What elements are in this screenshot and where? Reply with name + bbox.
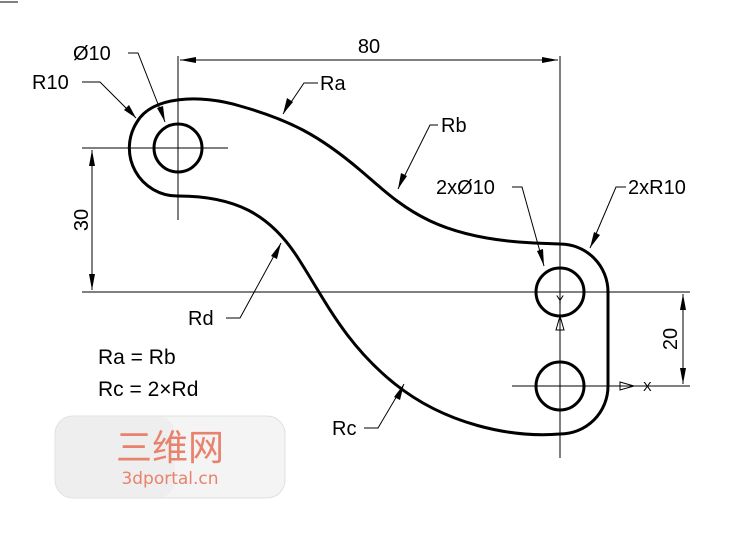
leader-ra [282, 82, 318, 115]
arrowhead [271, 243, 281, 259]
callouts: Ø10 R10 Ra Rb 2xØ10 2xR10 Rd Rc [32, 43, 686, 440]
ucs-y-label: Y [556, 293, 564, 307]
arrowhead [157, 106, 165, 122]
arrowhead [394, 384, 404, 400]
leader-rc [364, 383, 405, 429]
ra-label: Ra [320, 73, 346, 95]
leader-rb [397, 124, 438, 190]
note-line-1: Ra = Rb [98, 346, 176, 369]
arrowhead [537, 249, 544, 266]
dia10-label: Ø10 [73, 43, 111, 65]
outer-contour [127, 97, 610, 437]
2xr10-label: 2xR10 [628, 177, 686, 199]
dimension-30: 30 [71, 150, 95, 290]
watermark-url: 3dportal.cn [121, 469, 218, 489]
arrowhead [542, 57, 558, 63]
rd-label: Rd [188, 308, 214, 330]
arrowhead [283, 98, 293, 114]
watermark-shade [55, 416, 175, 498]
rc-label: Rc [332, 418, 356, 440]
watermark-title: 三维网 [116, 428, 224, 469]
arrowhead [398, 173, 407, 189]
rb-label: Rb [441, 115, 467, 137]
arrowhead [124, 105, 136, 118]
notes: Ra = Rb Rc = 2×Rd [98, 346, 198, 401]
lower-right-hole [534, 360, 586, 412]
leader-dia10 [128, 52, 166, 123]
leader-2xdia10 [512, 186, 545, 267]
dimension-20-label: 20 [660, 328, 682, 350]
dimension-20: 20 [660, 294, 686, 384]
part-outline [127, 97, 610, 437]
ucs-x-arrow [619, 381, 636, 391]
dimension-80-label: 80 [358, 36, 380, 58]
note-line-2: Rc = 2×Rd [98, 378, 198, 401]
ucs-x-label: X [643, 379, 652, 394]
leader-2xr10 [589, 186, 626, 249]
ucs-y-arrow [555, 314, 565, 331]
leader-r10 [82, 81, 137, 119]
dimension-80: 80 [177, 36, 558, 124]
arrowhead [89, 274, 95, 290]
arrowhead [680, 368, 686, 384]
r10-label: R10 [32, 72, 69, 94]
arrowhead [180, 57, 196, 63]
2xdia10-label: 2xØ10 [436, 177, 495, 199]
arrowhead [680, 294, 686, 310]
dimension-30-label: 30 [71, 209, 93, 231]
arrowhead [590, 232, 600, 248]
arrowhead [89, 150, 95, 166]
watermark-badge: 三维网 3dportal.cn [54, 415, 286, 499]
ucs-icon: Y X [555, 293, 652, 394]
leader-rd [226, 242, 282, 319]
